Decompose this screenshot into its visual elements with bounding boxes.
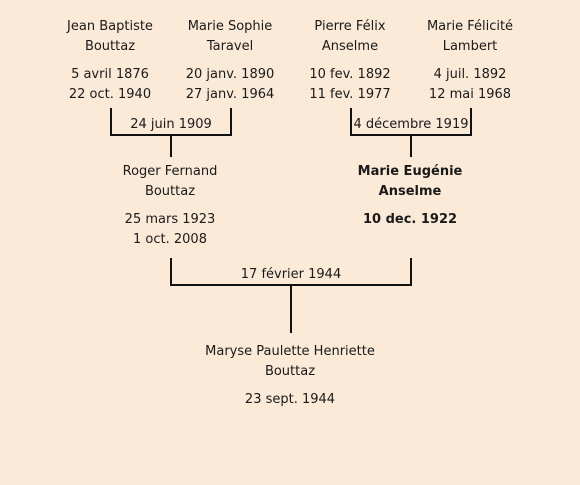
person-birth-date: 10 fev. 1892 xyxy=(309,67,391,82)
person-death-date: 27 janv. 1964 xyxy=(185,87,275,102)
person-first-names: Jean Baptiste xyxy=(67,19,153,34)
person-death-date: 11 fev. 1977 xyxy=(309,87,391,102)
marriage-date-couple-3: 17 février 1944 xyxy=(240,267,342,282)
person-marie-eugenie-anselme: Marie Eugénie Anselme 10 dec. 1922 xyxy=(335,162,485,230)
person-surname: Anselme xyxy=(378,184,442,199)
person-surname: Lambert xyxy=(442,39,498,54)
person-first-names: Marie Eugénie xyxy=(357,164,463,179)
marriage-date-couple-1: 24 juin 1909 xyxy=(130,117,212,132)
person-first-names: Roger Fernand xyxy=(122,164,218,179)
person-birth-date: 23 sept. 1944 xyxy=(244,392,336,407)
person-first-names: Maryse Paulette Henriette xyxy=(205,344,375,359)
person-death-date: 12 mai 1968 xyxy=(428,87,512,102)
person-death-date: 22 oct. 1940 xyxy=(68,87,152,102)
person-death-date: 1 oct. 2008 xyxy=(133,232,207,247)
person-jean-baptiste-bouttaz: Jean Baptiste Bouttaz 5 avril 1876 22 oc… xyxy=(35,17,185,105)
person-birth-date: 5 avril 1876 xyxy=(71,67,149,82)
person-marie-felicite-lambert: Marie Félicité Lambert 4 juil. 1892 12 m… xyxy=(395,17,545,105)
person-surname: Bouttaz xyxy=(144,184,196,199)
person-maryse-paulette-henriette-bouttaz: Maryse Paulette Henriette Bouttaz 23 sep… xyxy=(190,342,390,410)
person-first-names: Marie Félicité xyxy=(426,19,514,34)
person-surname: Taravel xyxy=(206,39,254,54)
person-surname: Bouttaz xyxy=(264,364,316,379)
person-first-names: Pierre Félix xyxy=(314,19,386,34)
person-first-names: Marie Sophie xyxy=(187,19,273,34)
marriage-date-couple-2: 4 décembre 1919 xyxy=(353,117,469,132)
person-birth-date: 20 janv. 1890 xyxy=(185,67,275,82)
person-surname: Anselme xyxy=(321,39,379,54)
person-birth-date: 25 mars 1923 xyxy=(124,212,216,227)
person-marie-sophie-taravel: Marie Sophie Taravel 20 janv. 1890 27 ja… xyxy=(155,17,305,105)
person-birth-date: 4 juil. 1892 xyxy=(433,67,507,82)
person-surname: Bouttaz xyxy=(84,39,136,54)
person-pierre-felix-anselme: Pierre Félix Anselme 10 fev. 1892 11 fev… xyxy=(275,17,425,105)
person-birth-date: 10 dec. 1922 xyxy=(362,212,458,227)
person-roger-fernand-bouttaz: Roger Fernand Bouttaz 25 mars 1923 1 oct… xyxy=(95,162,245,250)
